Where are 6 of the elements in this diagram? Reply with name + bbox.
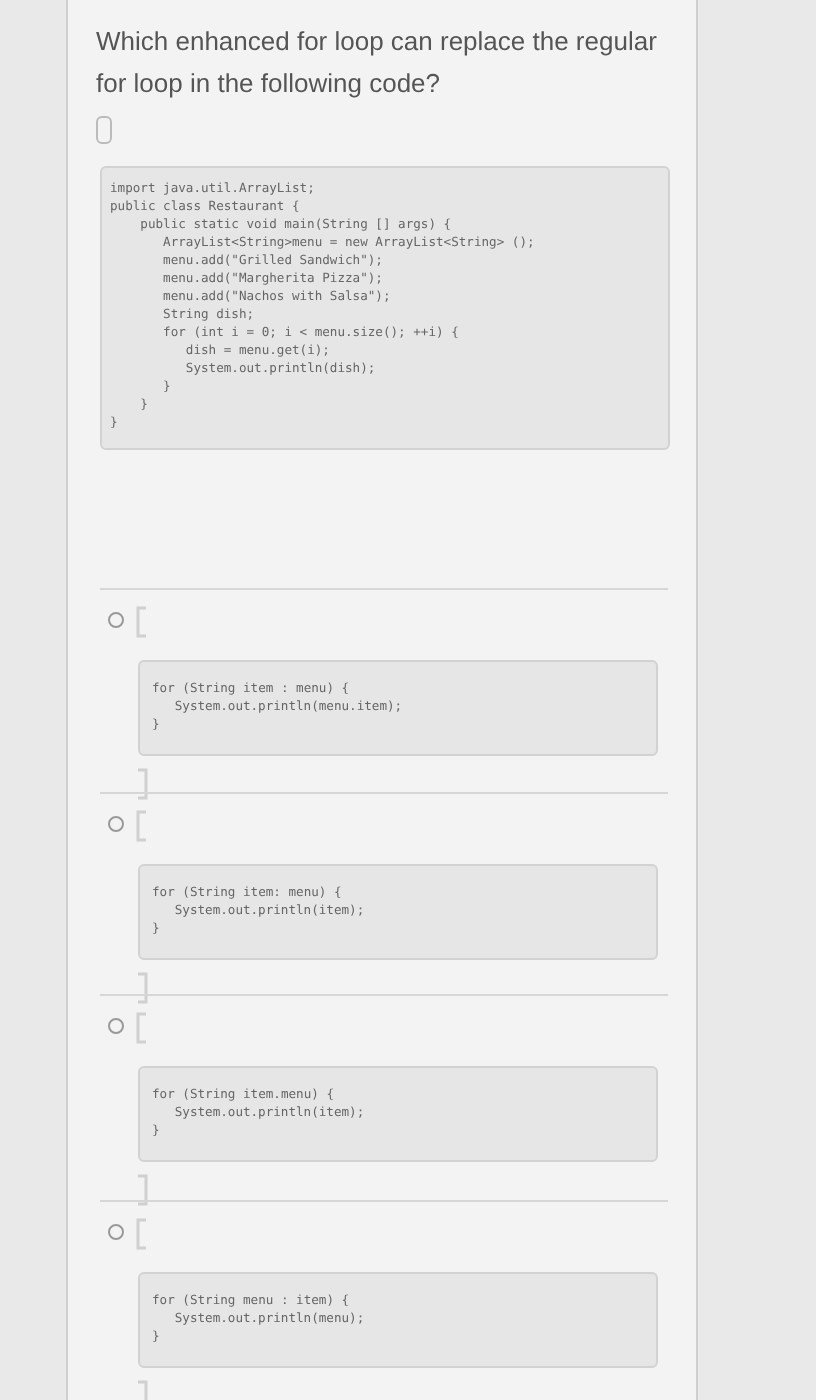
answer-option-code — [138, 864, 658, 960]
code-block — [100, 166, 670, 450]
answer-option-code — [138, 660, 658, 756]
answer-option-code — [138, 1066, 658, 1162]
question-text: Which enhanced for loop can replace the regular for loop in the following code? — [96, 24, 659, 102]
answer-option-code — [138, 1272, 658, 1368]
